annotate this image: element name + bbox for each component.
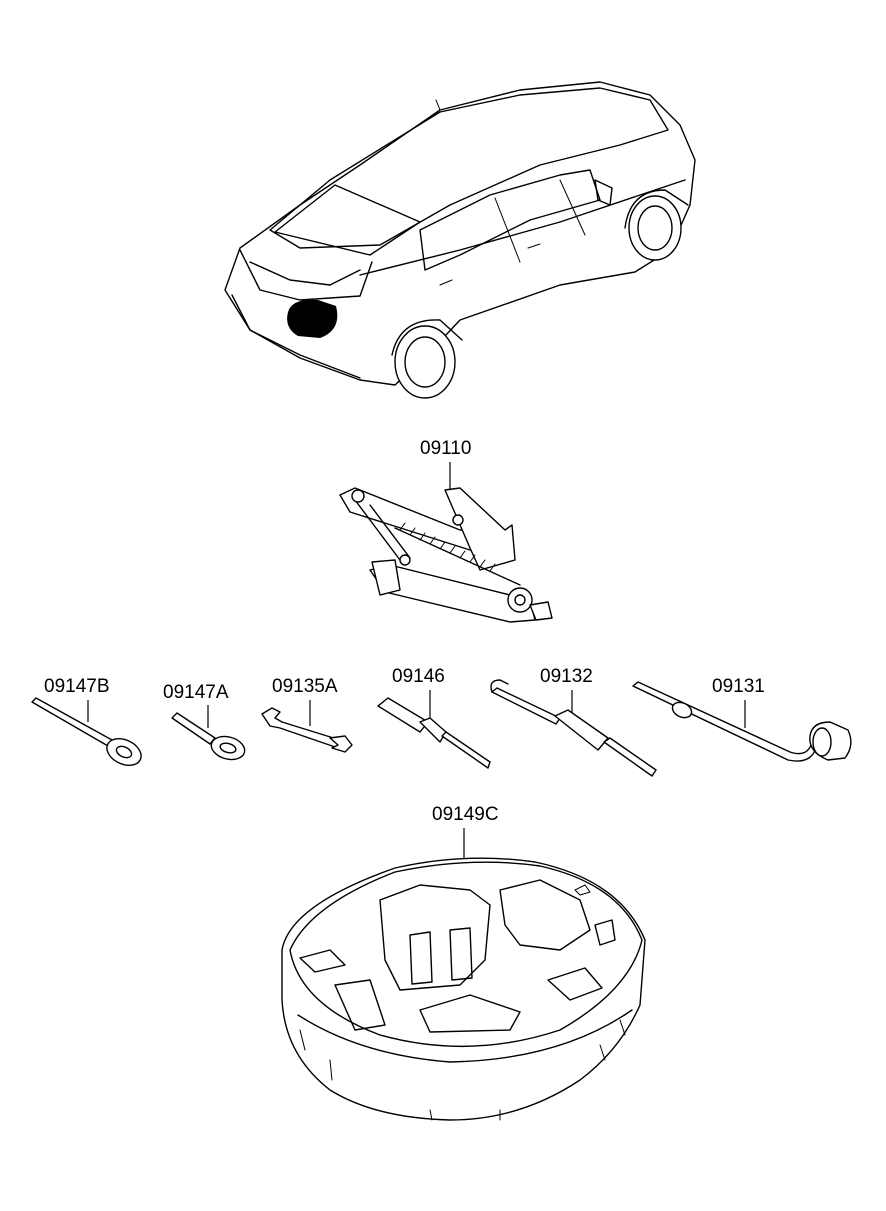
tray-recesses	[299, 879, 616, 1033]
label-hook-wrench: 09147B	[44, 676, 110, 697]
eye-bolt-part: 09147A	[163, 682, 246, 761]
label-tray: 09149C	[432, 804, 499, 825]
highlight-area	[287, 299, 338, 338]
label-screwdriver: 09146	[392, 666, 445, 687]
hook-handle-part: 09132	[490, 666, 657, 777]
tray-part: 09149C	[281, 804, 646, 1121]
jack-part: 09110	[339, 438, 553, 623]
car-illustration	[224, 81, 696, 399]
label-eye-bolt: 09147A	[163, 682, 229, 703]
label-hook-handle: 09132	[540, 666, 593, 687]
lug-wrench-part: 09131	[632, 676, 852, 762]
hook-wrench-part: 09147B	[31, 676, 142, 766]
jack-screw	[394, 522, 521, 586]
label-spanner: 09135A	[272, 676, 338, 697]
spanner-part: 09135A	[261, 676, 353, 753]
label-jack: 09110	[420, 438, 471, 459]
label-lug-wrench: 09131	[712, 676, 765, 697]
screwdriver-part: 09146	[377, 666, 491, 769]
